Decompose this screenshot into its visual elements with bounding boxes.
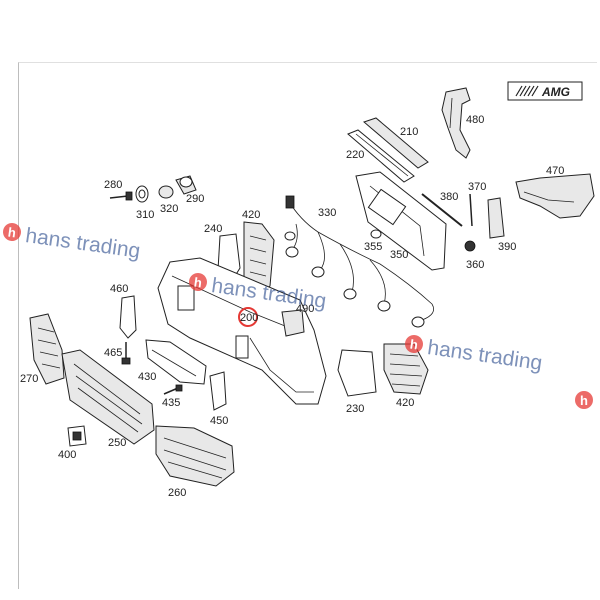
part-230-bracket: [337, 349, 377, 397]
part-360-clip: [464, 240, 476, 252]
label-270: 270: [20, 373, 38, 385]
label-200: 200: [240, 312, 258, 324]
label-430: 430: [138, 371, 156, 383]
label-360: 360: [466, 259, 484, 271]
part-210-bar: [363, 117, 429, 169]
part-435-screw: [163, 384, 183, 395]
diagram-frame: [18, 62, 597, 589]
watermark-badge-icon: [189, 273, 207, 291]
part-270-grille: [29, 313, 65, 385]
label-230: 230: [346, 403, 364, 415]
label-450: 450: [210, 415, 228, 427]
label-435: 435: [162, 397, 180, 409]
watermark-badge-letter: h: [409, 337, 419, 353]
part-380-strip: [421, 193, 463, 227]
label-350: 350: [390, 249, 408, 261]
watermark-1: h hans trading: [2, 223, 142, 263]
watermark-text: hans trading: [426, 336, 544, 375]
part-420-grille-lower: [383, 343, 429, 395]
part-290-sensor-holder: [175, 175, 197, 195]
watermark-badge-icon: [575, 391, 593, 409]
label-310: 310: [136, 209, 154, 221]
part-200-bumper: [157, 257, 327, 405]
part-370-pin: [469, 193, 473, 227]
label-465: 465: [104, 347, 122, 359]
watermark-badge-letter: h: [193, 275, 203, 291]
label-210: 210: [400, 126, 418, 138]
amg-logo-text: AMG: [541, 85, 570, 99]
amg-logo: AMG: [507, 81, 583, 101]
label-420-lower: 420: [396, 397, 414, 409]
part-465-bolt: [121, 342, 131, 365]
watermark-4-partial: h: [575, 391, 593, 409]
part-430-insert: [145, 339, 207, 385]
part-320-sensor: [158, 185, 174, 199]
label-330: 330: [318, 207, 336, 219]
part-310-ring: [135, 185, 149, 203]
amg-stripes-icon: [515, 85, 539, 97]
label-220: 220: [346, 149, 364, 161]
label-490: 490: [296, 303, 314, 315]
part-330-harness: [284, 195, 435, 328]
watermark-badge-icon: [405, 335, 423, 353]
part-400-camera: [67, 425, 87, 447]
part-280-screw: [109, 191, 133, 201]
label-240: 240: [204, 223, 222, 235]
label-400: 400: [58, 449, 76, 461]
part-470-trim: [515, 173, 595, 219]
label-290: 290: [186, 193, 204, 205]
label-380: 380: [440, 191, 458, 203]
label-355: 355: [364, 241, 382, 253]
highlight-200: 200: [238, 307, 258, 327]
part-250-grille: [61, 349, 155, 445]
part-450-bracket: [209, 371, 227, 411]
watermark-text: hans trading: [24, 224, 142, 263]
watermark-badge-letter: h: [7, 225, 17, 241]
label-260: 260: [168, 487, 186, 499]
part-260-grille: [155, 425, 235, 487]
watermark-badge-icon: [2, 223, 21, 241]
label-250: 250: [108, 437, 126, 449]
part-390-bracket: [487, 197, 505, 239]
watermark-badge-letter: h: [580, 393, 588, 408]
part-490-module: [281, 309, 305, 337]
part-460-bracket: [119, 295, 137, 339]
label-420-upper: 420: [242, 209, 260, 221]
label-460: 460: [110, 283, 128, 295]
label-370: 370: [468, 181, 486, 193]
part-350-frame: [355, 171, 447, 271]
part-420-grille-upper: [243, 221, 275, 297]
label-390: 390: [498, 241, 516, 253]
label-280: 280: [104, 179, 122, 191]
label-320: 320: [160, 203, 178, 215]
part-480-trim: [441, 87, 471, 159]
part-355-clip: [370, 229, 382, 239]
label-470: 470: [546, 165, 564, 177]
part-220-bar: [347, 129, 415, 183]
label-480: 480: [466, 114, 484, 126]
